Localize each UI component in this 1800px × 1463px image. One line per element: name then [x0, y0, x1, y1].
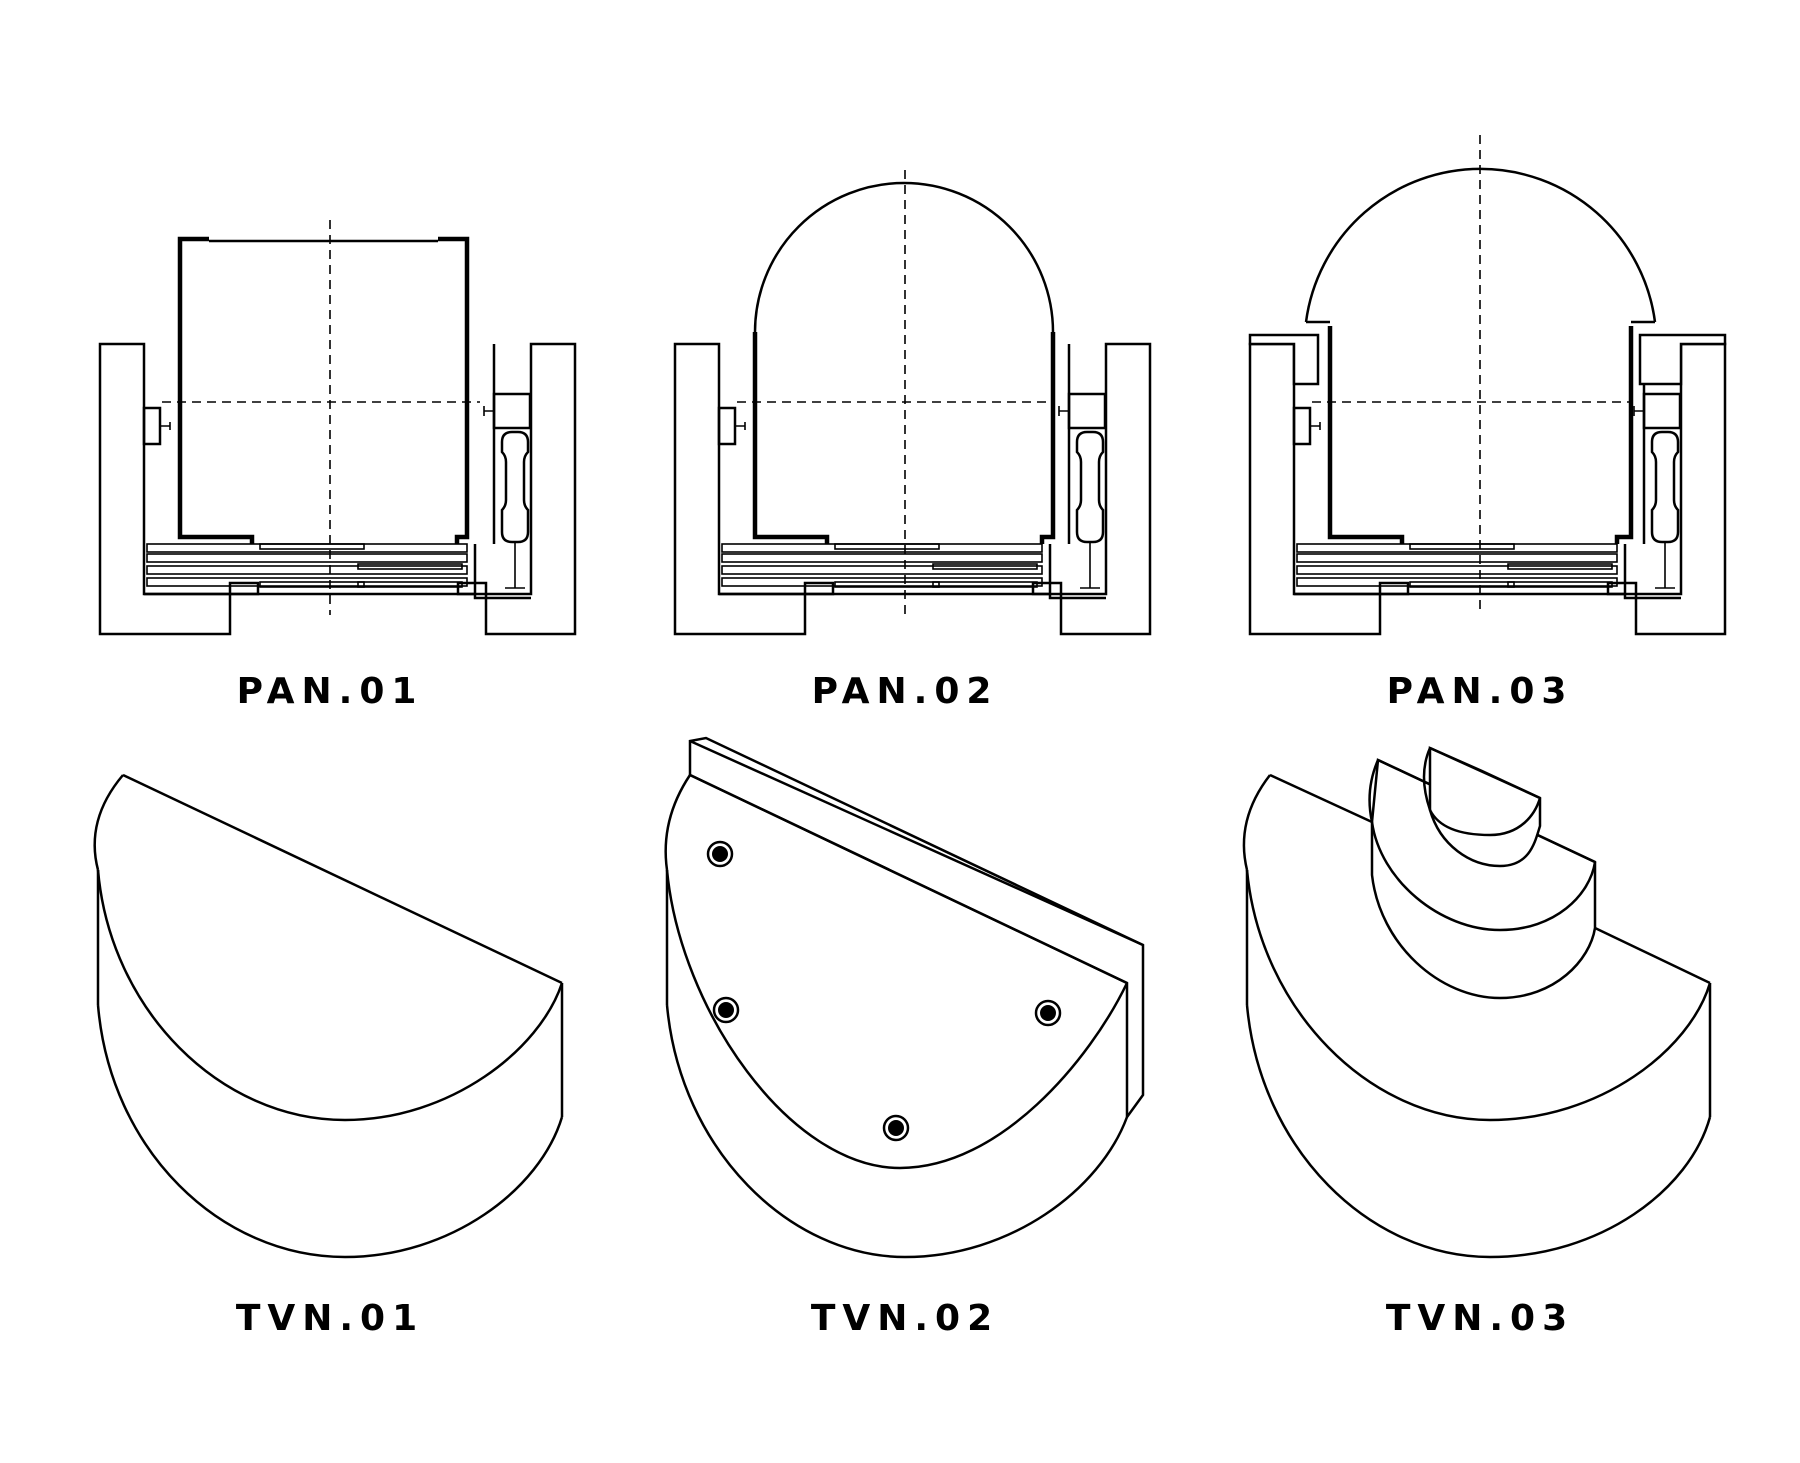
bolt-icon	[882, 1114, 910, 1142]
tvn-03-drawing	[1242, 746, 1712, 1259]
bolt-icon	[706, 840, 734, 868]
bolt-icon	[1034, 999, 1062, 1027]
panel-label-pan-01: PAN.01	[236, 671, 424, 712]
bolt-icon	[712, 996, 740, 1024]
pan-02-drawing	[673, 170, 1152, 636]
panel-label-pan-03: PAN.03	[1386, 671, 1574, 712]
pan-03-drawing	[1248, 135, 1727, 636]
pan-01-drawing	[98, 220, 577, 636]
panel-label-tvn-03: TVN.03	[1385, 1298, 1575, 1339]
tvn-02-drawing	[664, 736, 1145, 1259]
panel-label-tvn-01: TVN.01	[235, 1298, 425, 1339]
panel-label-tvn-02: TVN.02	[810, 1298, 1000, 1339]
tvn-01-drawing	[93, 773, 564, 1259]
panel-label-pan-02: PAN.02	[811, 671, 999, 712]
